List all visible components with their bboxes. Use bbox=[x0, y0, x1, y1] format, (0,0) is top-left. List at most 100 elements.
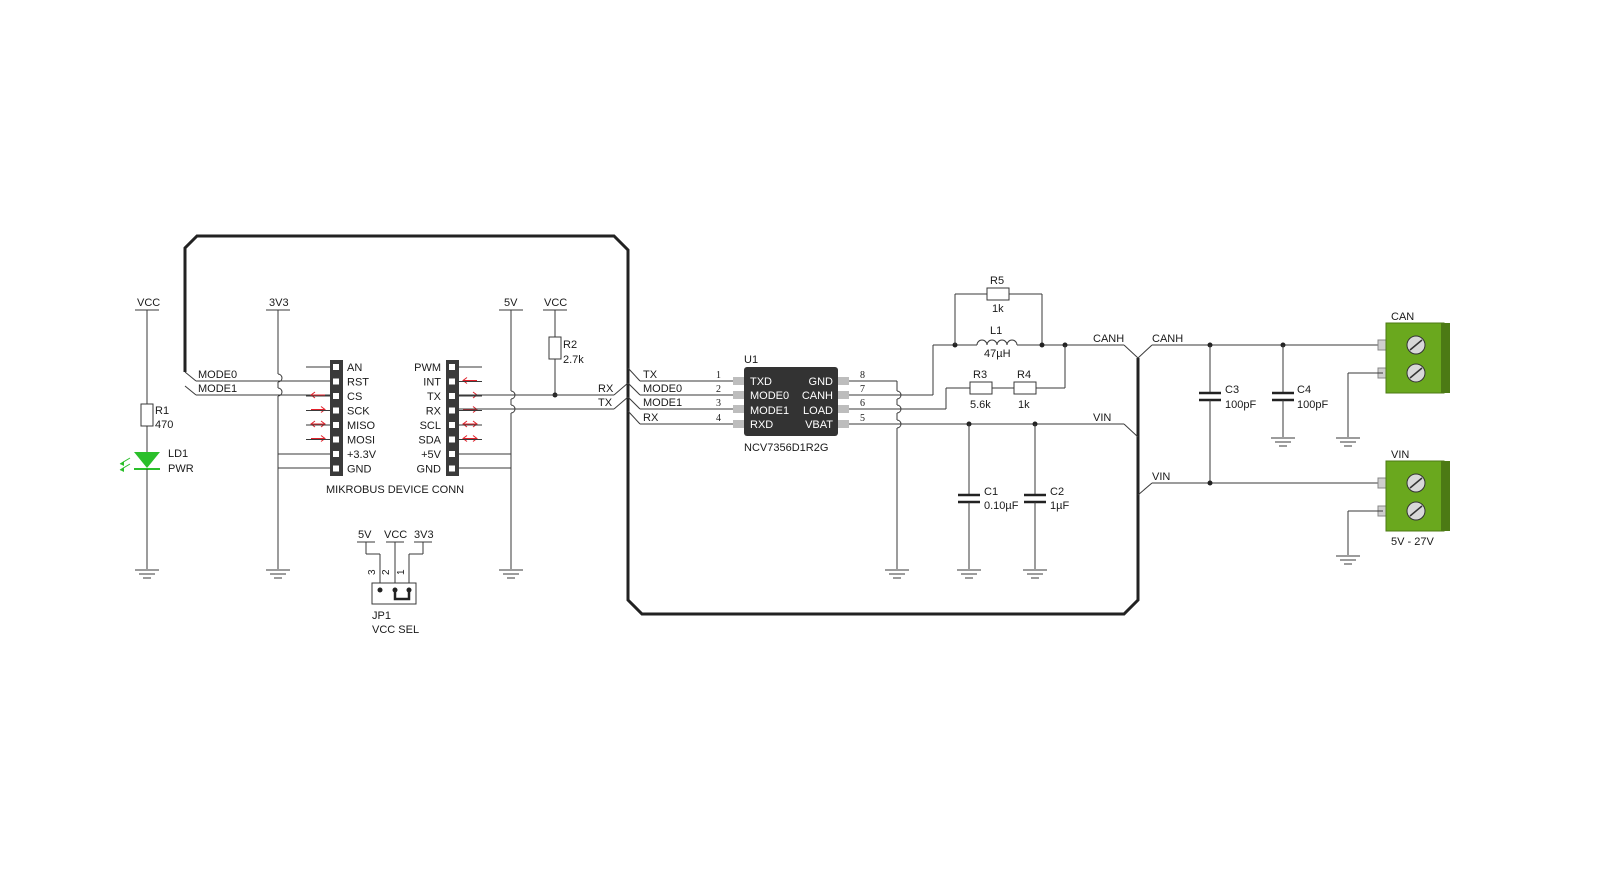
r4-ref: R4 bbox=[1017, 369, 1031, 381]
jp1-value: VCC SEL bbox=[372, 624, 419, 636]
mikrobus-right-pin-label: SCL bbox=[420, 420, 441, 432]
tx-label-bus: TX bbox=[598, 397, 613, 409]
mikrobus-left-pin-pad bbox=[333, 465, 339, 472]
wire-3v3-hop1 bbox=[277, 373, 283, 383]
r4-resistor bbox=[1013, 381, 1037, 395]
u1-net-mode1: MODE1 bbox=[643, 397, 682, 409]
mode1-u1-entry bbox=[627, 396, 641, 410]
r5-resistor bbox=[986, 287, 1010, 301]
ground-symbol-can bbox=[1336, 437, 1360, 447]
signal-direction-arrow-icon bbox=[462, 435, 478, 442]
c4-ref: C4 bbox=[1297, 384, 1311, 396]
u1-pin-load: LOAD bbox=[803, 405, 833, 417]
mikrobus-right-pin-pad bbox=[449, 378, 455, 385]
vin-range-label: 5V - 27V bbox=[1391, 536, 1434, 548]
c3-value: 100pF bbox=[1225, 399, 1256, 411]
c2-value: 1µF bbox=[1050, 500, 1069, 512]
mikrobus-left-pin-label: MOSI bbox=[347, 435, 375, 447]
bus-boundary-left bbox=[183, 234, 630, 372]
signal-direction-arrow-icon bbox=[311, 435, 326, 442]
canh-label-outer: CANH bbox=[1152, 333, 1183, 345]
mikrobus-left-pin-label: GND bbox=[347, 464, 372, 476]
r3-ref: R3 bbox=[973, 369, 987, 381]
vin-label-outer: VIN bbox=[1152, 471, 1170, 483]
vin-bus-entry-in bbox=[1123, 423, 1139, 438]
vin-terminal-block[interactable] bbox=[1377, 460, 1450, 532]
mikrobus-left-pin-label: +3.3V bbox=[347, 449, 377, 461]
mode0-u1-entry bbox=[627, 382, 641, 396]
rx-u1-entry bbox=[627, 410, 641, 425]
jp1-net-vcc: VCC bbox=[384, 529, 407, 541]
mikrobus-right-header bbox=[446, 360, 459, 476]
jp1-net-3v3: 3V3 bbox=[414, 529, 434, 541]
mikrobus-right-pin-label: SDA bbox=[418, 435, 441, 447]
u1-pinnum-3: 3 bbox=[716, 398, 721, 409]
mikrobus-left-pin-pad bbox=[333, 378, 339, 385]
mikrobus-right-pin-pad bbox=[449, 422, 455, 428]
mikrobus-right-pin-label: INT bbox=[423, 377, 441, 389]
mikrobus-left-pin-pad bbox=[333, 451, 339, 457]
wire-3v3-hop2 bbox=[277, 387, 283, 397]
5v-net-label: 5V bbox=[504, 297, 518, 309]
mode1-bus-entry bbox=[184, 385, 197, 396]
jp1-pin-3: 3 bbox=[367, 569, 378, 575]
r2-ref: R2 bbox=[563, 339, 577, 351]
mode0-label-left: MODE0 bbox=[198, 369, 237, 381]
u1-pinnum-7: 7 bbox=[860, 384, 865, 395]
c3-ref: C3 bbox=[1225, 384, 1239, 396]
signal-direction-arrow-icon bbox=[462, 420, 478, 428]
jp1-jumper-link[interactable] bbox=[393, 590, 411, 601]
u1-pinnum-4: 4 bbox=[716, 413, 721, 424]
canh-bus-entry-in bbox=[1123, 344, 1139, 359]
jp1-ref: JP1 bbox=[372, 610, 391, 622]
r3-value: 5.6k bbox=[970, 399, 991, 411]
u1-pin-gnd: GND bbox=[809, 376, 834, 388]
u1-part: NCV7356D1R2G bbox=[744, 442, 828, 454]
ground-symbol-c1 bbox=[957, 569, 981, 579]
mikrobus-left-pin-pad bbox=[333, 393, 339, 399]
bus-boundary-right bbox=[626, 358, 1140, 616]
c4-capacitor bbox=[1272, 391, 1294, 402]
mikrobus-right-pin-pad bbox=[449, 465, 455, 472]
r3-resistor bbox=[969, 381, 993, 395]
l1-ref: L1 bbox=[990, 325, 1002, 337]
jp1-pin-1: 1 bbox=[396, 569, 407, 575]
u1-pin-canh: CANH bbox=[802, 390, 833, 402]
mikrobus-right-pin-pad bbox=[449, 451, 455, 457]
tx-bus-entry bbox=[613, 396, 629, 410]
ld1-led-icon bbox=[119, 452, 160, 472]
mikrobus-right-pin-label: GND bbox=[417, 464, 442, 476]
mikrobus-title: MIKROBUS DEVICE CONN bbox=[326, 484, 464, 496]
c1-capacitor bbox=[958, 493, 980, 504]
mikrobus-right-pin-label: +5V bbox=[421, 449, 442, 461]
u1-pin-txd: TXD bbox=[750, 376, 772, 388]
u1-chip-body bbox=[744, 367, 838, 436]
ground-symbol-led bbox=[135, 569, 159, 579]
mikrobus-right-pin-label: RX bbox=[426, 406, 442, 418]
signal-direction-arrow-icon bbox=[310, 391, 325, 399]
ld1-value: PWR bbox=[168, 463, 194, 475]
ld1-ref: LD1 bbox=[168, 448, 188, 460]
mikrobus-right-pin-label: PWM bbox=[414, 362, 441, 374]
can-terminal-block[interactable] bbox=[1377, 322, 1450, 394]
rx-label-bus: RX bbox=[598, 383, 614, 395]
ground-symbol-mikrobus-right bbox=[499, 569, 523, 579]
mikrobus-left-pin-label: RST bbox=[347, 377, 369, 389]
r2-resistor bbox=[548, 336, 562, 360]
mikrobus-left-pin-label: CS bbox=[347, 391, 362, 403]
u1-pin-vbat: VBAT bbox=[805, 419, 833, 431]
r4-value: 1k bbox=[1018, 399, 1030, 411]
c3-capacitor bbox=[1199, 391, 1221, 402]
vcc-net-label-r2: VCC bbox=[544, 297, 567, 309]
vin-label-inner: VIN bbox=[1093, 412, 1111, 424]
r1-resistor bbox=[140, 403, 154, 427]
mikrobus-left-pin-label: MISO bbox=[347, 420, 376, 432]
r1-value: 470 bbox=[155, 419, 173, 431]
u1-pinnum-6: 6 bbox=[860, 398, 865, 409]
mikrobus-left-pin-label: SCK bbox=[347, 406, 370, 418]
u1-ref: U1 bbox=[744, 354, 758, 366]
r5-ref: R5 bbox=[990, 275, 1004, 287]
ground-symbol-mikrobus-left bbox=[266, 569, 290, 579]
